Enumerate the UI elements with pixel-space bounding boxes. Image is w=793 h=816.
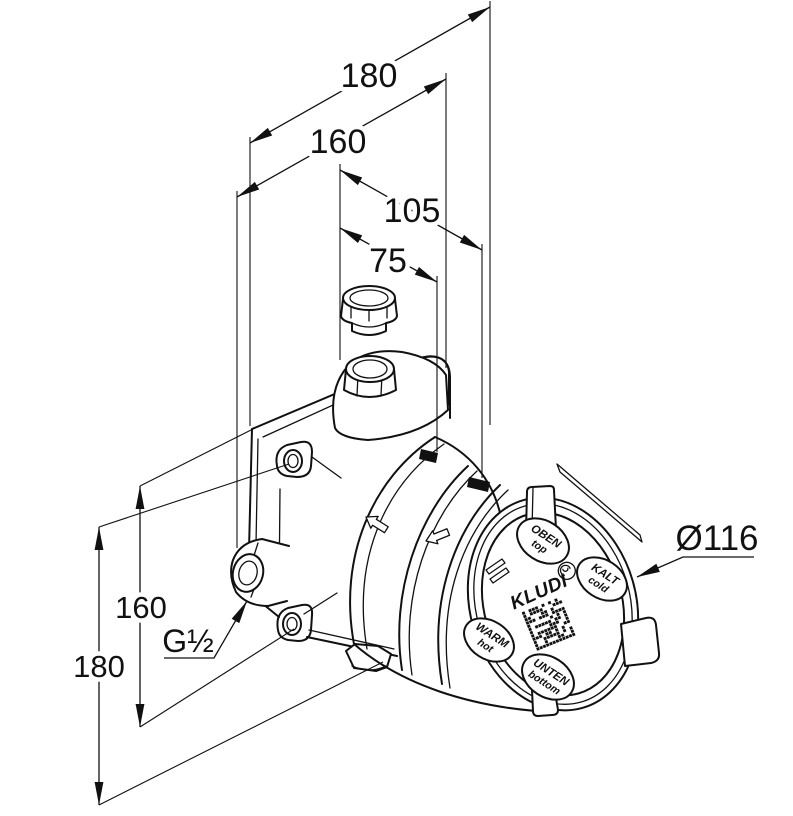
plaster-depth-mark-max <box>467 477 490 492</box>
molded-arrow-icon <box>365 515 389 534</box>
port-label-kalt: KALT cold <box>576 556 628 602</box>
data-matrix-code <box>521 598 576 651</box>
dim-label-180-left: 180 <box>73 649 125 684</box>
dimension-annotations: 180 160 105 75 160 180 G½ Ø116 <box>69 1 759 806</box>
dim-label-180-top: 180 <box>341 57 398 95</box>
protection-cap-face: OBEN top KALT cold WARM hot UNTEN bottom… <box>463 463 661 717</box>
mounting-hole-bottom-left <box>282 612 302 636</box>
side-port-g12 <box>230 538 290 607</box>
hex-plug-cap <box>340 285 398 336</box>
thread-label: G½ <box>162 623 214 659</box>
top-port <box>332 350 449 441</box>
dim-line-160-top <box>236 78 447 198</box>
dim-label-105: 105 <box>384 192 441 230</box>
rim-notch <box>485 558 510 584</box>
dim-line-105 <box>339 169 483 251</box>
diameter-label: Ø116 <box>675 519 758 558</box>
leader-diameter <box>636 556 754 578</box>
port-label-unten: UNTEN bottom <box>521 653 575 701</box>
dim-label-75: 75 <box>369 242 407 280</box>
leader-thread-g12 <box>164 600 248 659</box>
molded-arrow-icon <box>425 528 451 545</box>
port-label-oben: OBEN top <box>516 517 570 565</box>
valve-body: OBEN top KALT cold WARM hot UNTEN bottom… <box>230 285 661 717</box>
plaster-depth-mark-min <box>419 449 438 463</box>
dim-line-75 <box>339 227 438 283</box>
dim-label-160-top: 160 <box>310 123 367 161</box>
protection-sleeve <box>349 436 553 713</box>
dim-label-160-left: 160 <box>115 590 167 625</box>
cap-clip-sliver <box>556 463 643 543</box>
brand-logo-icon <box>557 561 576 581</box>
cap-tab-right <box>620 616 661 667</box>
mounting-hole-top-left <box>283 449 303 473</box>
